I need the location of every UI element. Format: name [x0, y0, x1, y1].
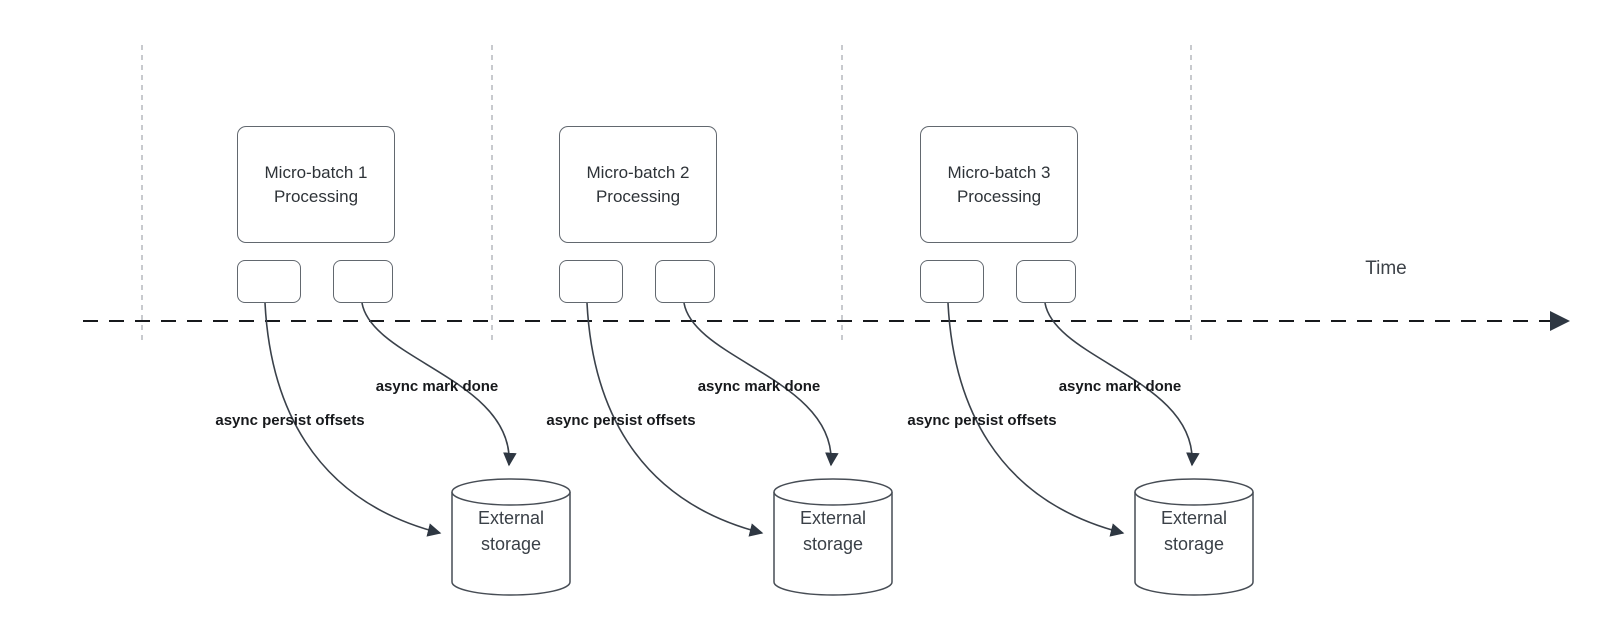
external-storage-cylinder — [773, 478, 893, 596]
external-storage-label: External storage — [774, 505, 892, 557]
persist-offsets-arrow — [264, 302, 442, 537]
external-storage-label-line2: storage — [1163, 534, 1225, 554]
persist-offsets-label: async persist offsets — [546, 412, 696, 429]
micro-batch-2-title-line1: Micro-batch 2 — [586, 162, 690, 182]
external-storage-label-line1: External — [1160, 508, 1228, 528]
batch-1-connectors — [264, 302, 571, 596]
micro-batch-3-box: Micro-batch 3 Processing — [920, 126, 1078, 243]
time-axis-label: Time — [1365, 258, 1407, 279]
mark-done-arrow — [683, 302, 839, 467]
mark-done-source-box — [1016, 260, 1076, 303]
batch-2-connectors — [586, 302, 893, 596]
external-storage-label: External storage — [1135, 505, 1253, 557]
micro-batch-1-title-line1: Micro-batch 1 — [264, 162, 368, 182]
batch-3-connectors — [947, 302, 1254, 596]
external-storage-label-line1: External — [799, 508, 867, 528]
external-storage-label: External storage — [452, 505, 570, 557]
micro-batch-3-title-line1: Micro-batch 3 — [947, 162, 1051, 182]
mark-done-label: async mark done — [1058, 378, 1182, 395]
micro-batch-2-box: Micro-batch 2 Processing — [559, 126, 717, 243]
mark-done-label: async mark done — [697, 378, 821, 395]
persist-offsets-label: async persist offsets — [215, 412, 365, 429]
persist-offsets-arrow — [947, 302, 1125, 537]
mark-done-source-box — [333, 260, 393, 303]
persist-offsets-source-box — [237, 260, 301, 303]
persist-offsets-arrow — [586, 302, 764, 537]
micro-batch-2-title-line2: Processing — [595, 186, 681, 206]
persist-offsets-source-box — [559, 260, 623, 303]
mark-done-arrow — [1044, 302, 1200, 467]
mark-done-label: async mark done — [375, 378, 499, 395]
persist-offsets-label: async persist offsets — [907, 412, 1057, 429]
external-storage-label-line2: storage — [802, 534, 864, 554]
external-storage-cylinder — [451, 478, 571, 596]
external-storage-label-line2: storage — [480, 534, 542, 554]
mark-done-arrow — [361, 302, 517, 467]
external-storage-cylinder — [1134, 478, 1254, 596]
mark-done-source-box — [655, 260, 715, 303]
micro-batch-3-title-line2: Processing — [956, 186, 1042, 206]
micro-batch-1-title-line2: Processing — [273, 186, 359, 206]
micro-batch-1-box: Micro-batch 1 Processing — [237, 126, 395, 243]
persist-offsets-source-box — [920, 260, 984, 303]
external-storage-label-line1: External — [477, 508, 545, 528]
